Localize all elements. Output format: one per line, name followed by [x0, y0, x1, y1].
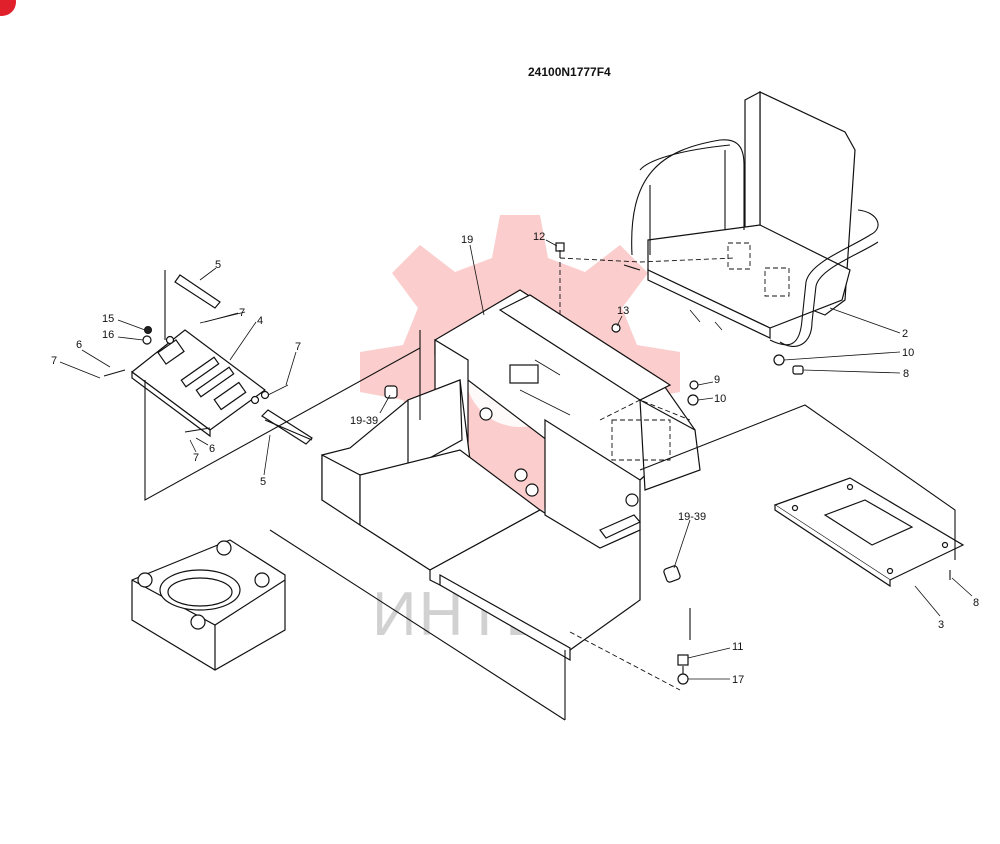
- callout-8-plate: 8: [973, 597, 979, 609]
- cover-plate-assembly: [103, 270, 421, 501]
- drawing-code: 24100N1777F4: [528, 65, 611, 79]
- callout-10-mid: 10: [714, 393, 726, 405]
- callout-19: 19: [461, 234, 473, 246]
- callout-16: 16: [102, 329, 114, 341]
- floor-plate: [639, 404, 965, 588]
- callout-5-bottom: 5: [260, 476, 266, 488]
- footrest: [131, 529, 566, 721]
- callout-12: 12: [533, 231, 545, 243]
- callout-19-39-right: 19-39: [678, 511, 706, 523]
- callout-7-left: 7: [51, 355, 57, 367]
- callout-2: 2: [902, 328, 908, 340]
- callout-8-right: 8: [903, 368, 909, 380]
- callout-7-right: 7: [295, 341, 301, 353]
- callout-7-bottom: 7: [193, 452, 199, 464]
- seat-assembly: [559, 91, 879, 347]
- callout-6-left: 6: [76, 339, 82, 351]
- hardware: [384, 242, 951, 691]
- callout-4: 4: [257, 315, 263, 327]
- callout-13: 13: [617, 305, 629, 317]
- callout-3: 3: [938, 619, 944, 631]
- corner-badge: [0, 0, 16, 16]
- callout-10-right: 10: [902, 347, 914, 359]
- callout-11: 11: [732, 641, 743, 653]
- callout-15: 15: [102, 313, 114, 325]
- callouts: 5 15 16 7 4 6 7 7 6 7 5 19 12 13 19-39 9: [51, 231, 979, 686]
- console-body: [321, 289, 701, 662]
- callout-6-bottom: 6: [209, 443, 215, 455]
- callout-17: 17: [732, 674, 744, 686]
- callout-7-a: 7: [239, 307, 245, 319]
- callout-5-top: 5: [215, 259, 221, 271]
- callout-19-39-left: 19-39: [350, 415, 378, 427]
- callout-9: 9: [714, 374, 720, 386]
